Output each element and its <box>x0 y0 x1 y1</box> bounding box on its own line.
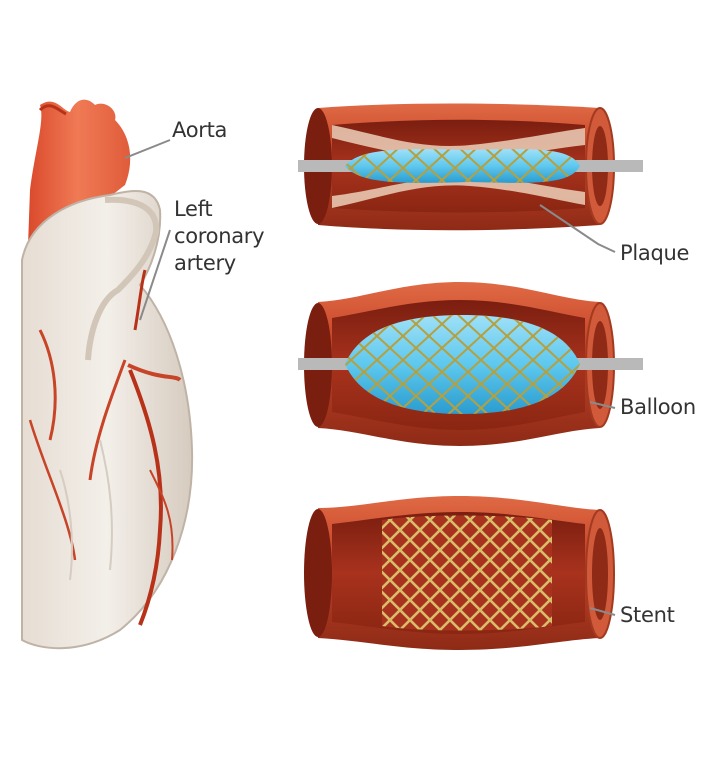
artery-balloon-panel <box>298 282 643 446</box>
artery-stent-panel <box>304 496 614 650</box>
label-left: Left <box>174 196 264 223</box>
label-plaque: Plaque <box>620 241 689 265</box>
label-aorta: Aorta <box>172 118 227 142</box>
label-coronary: coronary <box>174 223 264 250</box>
artery-plaque-panel <box>298 104 643 231</box>
heart-body <box>22 191 192 648</box>
label-left-coronary-artery: Left coronary artery <box>174 196 264 277</box>
heart <box>22 100 192 649</box>
label-artery: artery <box>174 250 264 277</box>
aorta-leader <box>125 140 170 158</box>
label-stent: Stent <box>620 603 675 627</box>
label-balloon: Balloon <box>620 395 696 419</box>
stent <box>382 516 552 631</box>
